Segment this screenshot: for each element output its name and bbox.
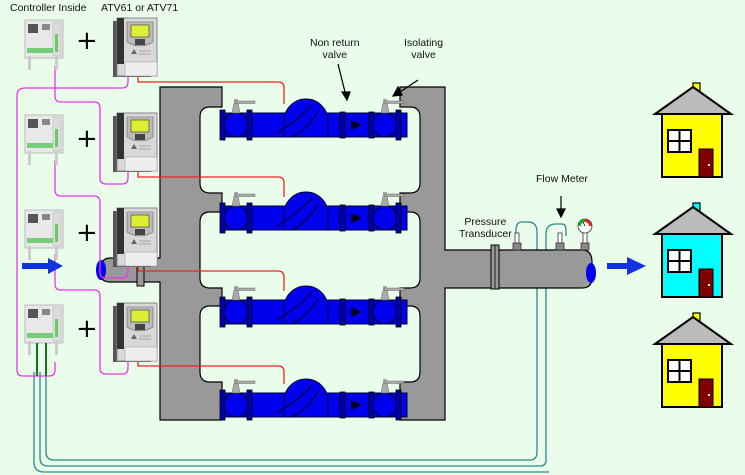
pump-branch-3 [219, 285, 408, 328]
drive-2 [112, 112, 158, 173]
non-return-valve-label: Non return valve [310, 37, 360, 61]
plus-sign-4: + [76, 314, 98, 344]
controller-1 [24, 19, 64, 71]
discharge-manifold [399, 86, 593, 421]
control-wires [16, 66, 129, 377]
callout-arrows [337, 63, 566, 219]
drive-3 [112, 207, 158, 268]
flow-meter-label: Flow Meter [536, 173, 588, 185]
flow-meter [555, 232, 565, 251]
power-wires [137, 76, 285, 384]
isolating-valve-label: Isolating valve [404, 37, 443, 61]
pressure-transducer-label: Pressure Transducer [459, 216, 512, 240]
plus-sign-3: + [76, 218, 98, 248]
plus-sign-2: + [76, 124, 98, 154]
pump-branch-4 [219, 378, 408, 421]
non-return-valve-label-line2: valve [322, 49, 348, 61]
controller-3 [24, 209, 64, 261]
suction-inlet [96, 260, 106, 280]
pressure-transducer-label-line2: Transducer [459, 228, 512, 240]
non-return-valve-label-line1: Non return [310, 37, 360, 49]
house-3 [654, 312, 732, 408]
controller-inside-label: Controller Inside [10, 2, 87, 14]
controller-4 [24, 304, 64, 356]
outlet-flow-arrow-icon [607, 257, 646, 275]
drive-model-label: ATV61 or ATV71 [101, 2, 179, 14]
drive-1 [112, 17, 158, 78]
plus-sign-1: + [76, 26, 98, 56]
discharge-outlet [586, 263, 596, 283]
house-1 [654, 82, 732, 178]
controller-2 [24, 114, 64, 166]
pressure-transducer-label-line1: Pressure [464, 216, 507, 228]
sensor-cables [33, 221, 567, 473]
drive-4 [112, 302, 158, 363]
pressure-gauge-icon [577, 218, 593, 251]
house-2 [654, 202, 732, 298]
isolating-valve-label-line1: Isolating [404, 37, 444, 49]
pump-branch-1 [219, 98, 408, 141]
pressure-transducer [512, 232, 522, 251]
isolating-valve-label-line2: valve [411, 49, 436, 61]
pump-branch-2 [219, 191, 408, 234]
inlet-flow-arrow-icon [22, 258, 63, 274]
